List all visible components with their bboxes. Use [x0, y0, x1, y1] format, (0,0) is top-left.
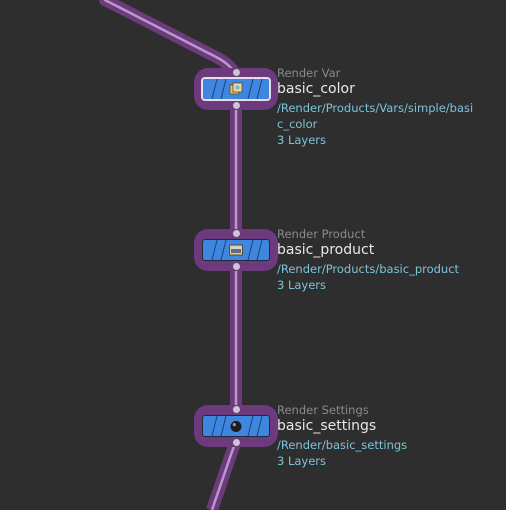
render-product-icon	[229, 244, 243, 256]
output-port[interactable]	[233, 263, 240, 270]
node-name-label: basic_settings	[277, 418, 377, 434]
node-name-label: basic_product	[277, 242, 375, 258]
node-type-label: Render Var	[277, 66, 341, 80]
node-path-line-1: /Render/basic_settings	[277, 438, 408, 452]
node-path-line-2: c_color	[277, 117, 318, 131]
render-var-icon	[229, 82, 243, 95]
node-body[interactable]	[201, 77, 271, 101]
node-path-line-1: /Render/Products/basic_product	[277, 262, 460, 276]
node-layers-count: 3 Layers	[277, 133, 327, 147]
node-layers-count: 3 Layers	[277, 278, 327, 292]
node-body[interactable]	[202, 415, 270, 437]
input-port[interactable]	[233, 230, 240, 237]
node-name-label: basic_color	[277, 81, 355, 97]
node-path-line-1: /Render/Products/Vars/simple/basi	[277, 101, 474, 115]
node-layers-count: 3 Layers	[277, 454, 327, 468]
node-body[interactable]	[202, 239, 270, 261]
wire-basic-settings-to-output[interactable]	[206, 438, 242, 510]
output-port[interactable]	[233, 439, 240, 446]
render-settings-icon	[230, 421, 242, 432]
output-port[interactable]	[233, 102, 240, 109]
node-type-label: Render Settings	[277, 403, 369, 417]
input-port[interactable]	[233, 406, 240, 413]
input-port[interactable]	[233, 69, 240, 76]
node-type-label: Render Product	[277, 227, 366, 241]
